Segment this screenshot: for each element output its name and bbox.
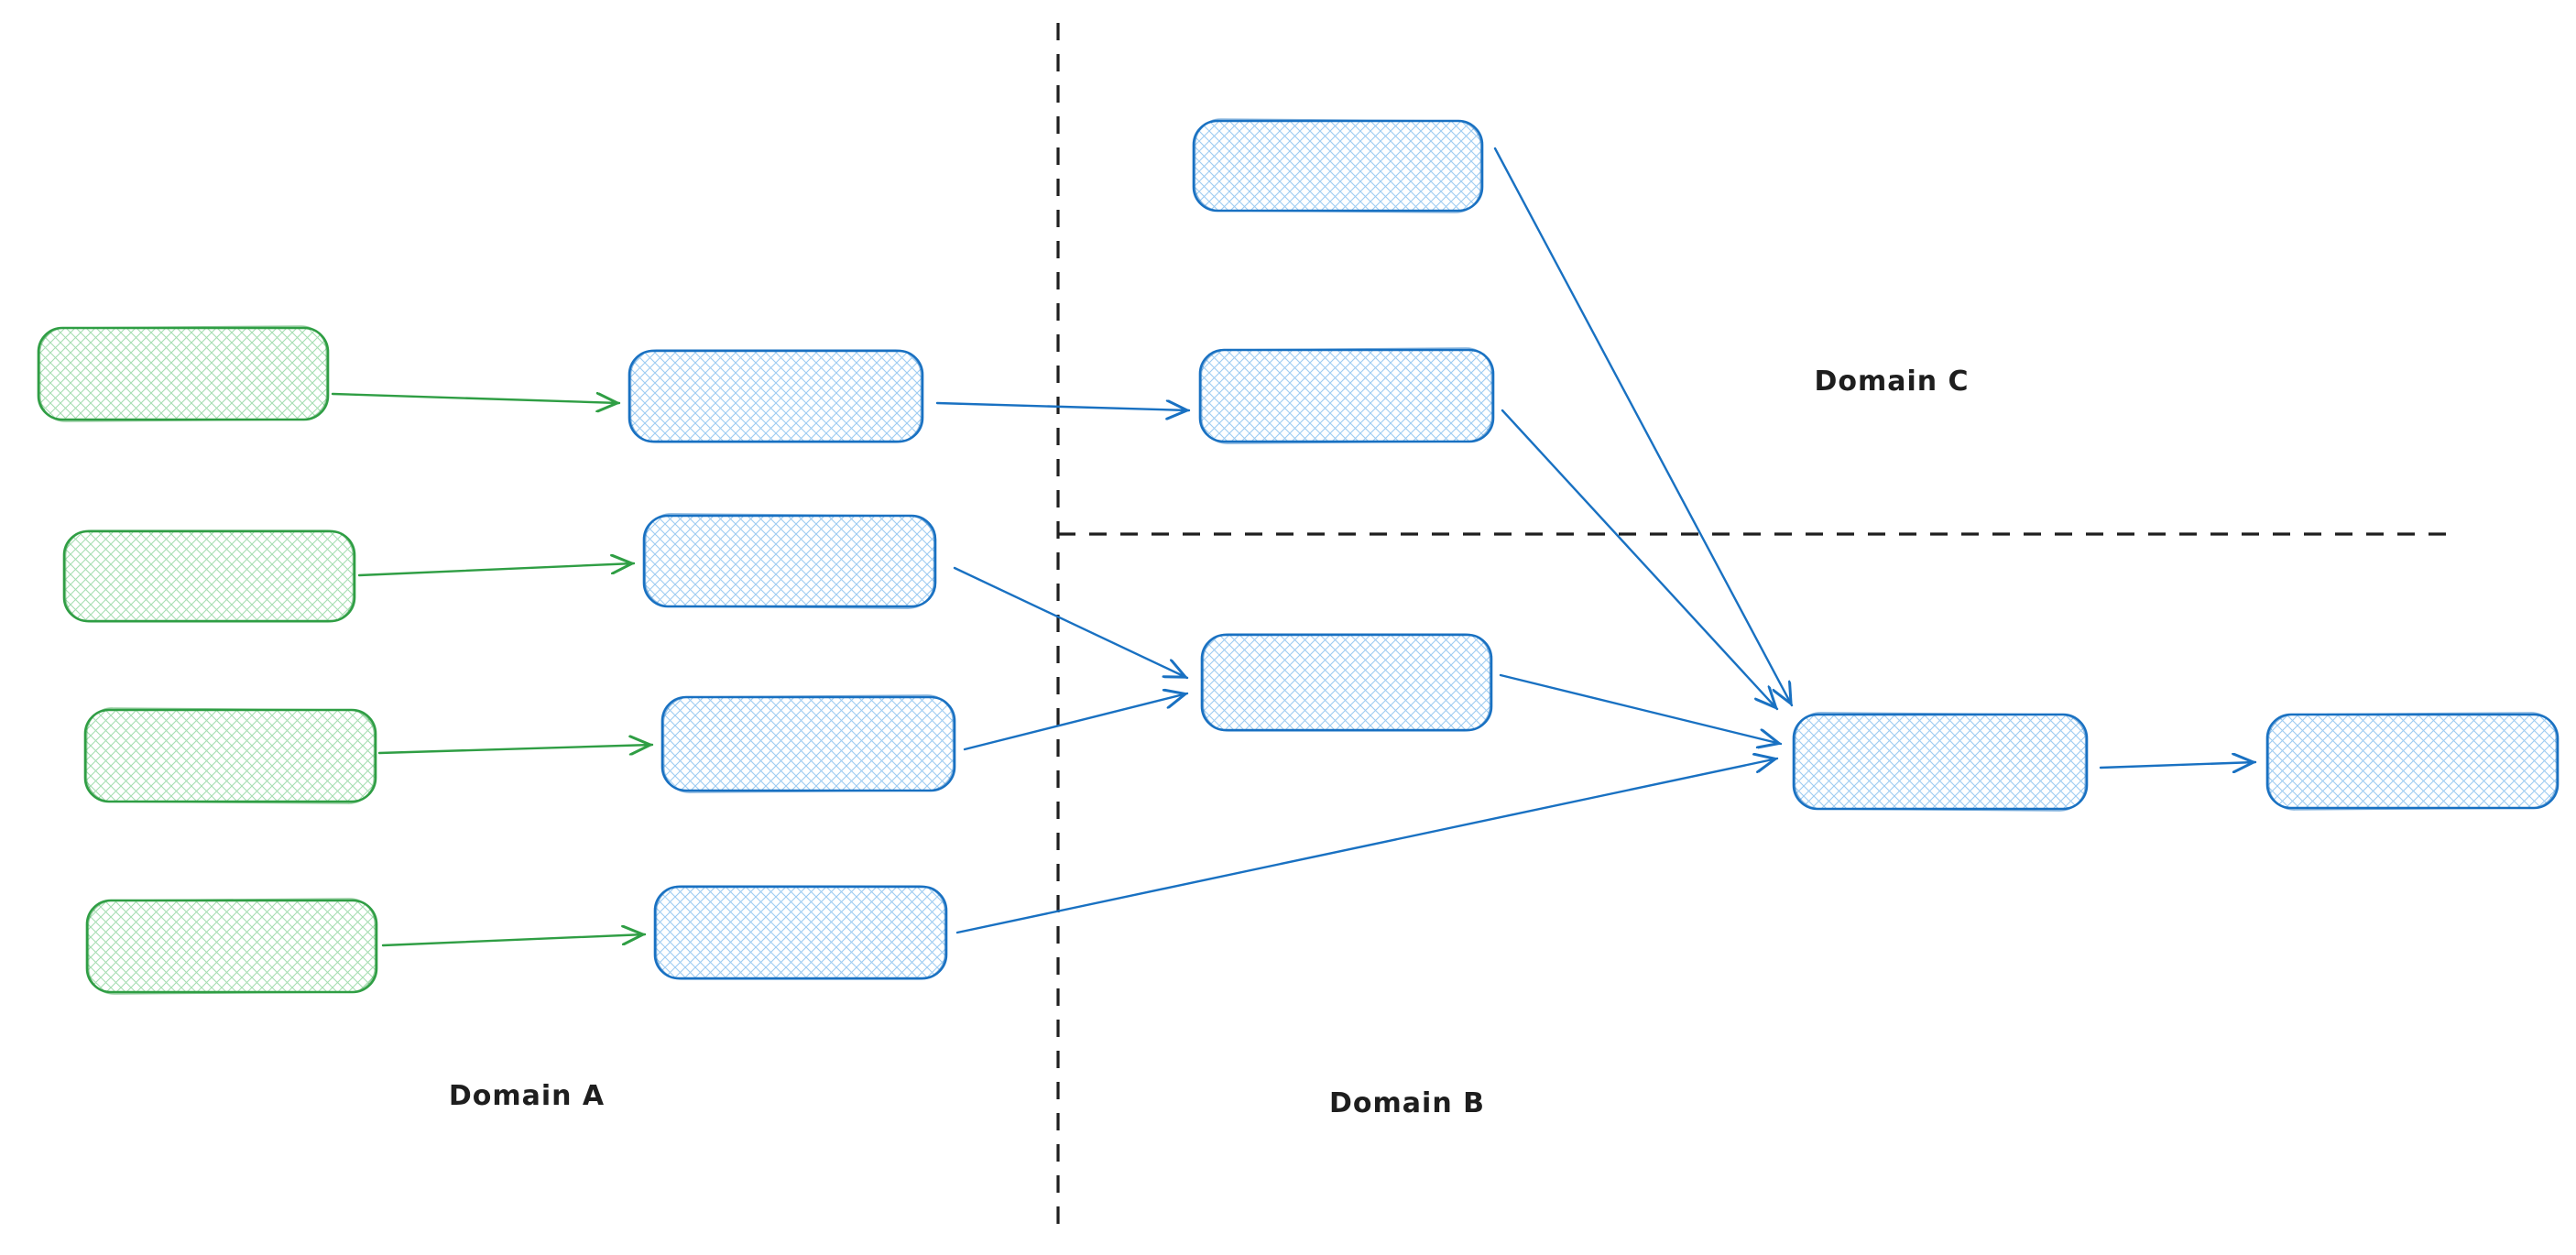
edge-green4-a4 (381, 934, 647, 947)
blue-box-b-mid (1200, 633, 1493, 732)
green-box-1-shape (37, 326, 330, 421)
green-box-4 (85, 898, 378, 995)
blue-box-output (2265, 712, 2560, 811)
blue-box-output-shape (2265, 713, 2560, 810)
edge-a2-bmid (953, 566, 1187, 680)
blue-box-b-mid-shape (1200, 633, 1493, 732)
blue-box-c-mid-shape (1198, 348, 1495, 443)
edge-a4-hub (955, 758, 1777, 934)
edge-cmid-hub (1501, 409, 1779, 711)
green-box-3 (83, 707, 377, 804)
blue-box-c-top (1192, 118, 1484, 213)
blue-box-b-mid-sketch-outline (1202, 633, 1491, 732)
blue-box-a4-sketch-outline (655, 885, 946, 980)
domain-b-label: Domain B (1329, 1087, 1485, 1119)
blue-box-a3-shape (660, 695, 956, 792)
domain-a-label: Domain A (449, 1080, 605, 1112)
label-layer: Domain A Domain B Domain C (449, 366, 1969, 1119)
edge-a1-cmid (935, 403, 1191, 410)
green-box-2-shape (62, 529, 356, 623)
node-layer (37, 118, 2560, 995)
domain-c-label: Domain C (1814, 366, 1969, 398)
blue-box-a4-shape (653, 885, 948, 980)
green-box-1 (37, 325, 330, 422)
blue-box-a1 (628, 349, 924, 443)
green-box-4-sketch-outline (87, 898, 377, 995)
green-box-1-sketch-outline (38, 325, 328, 422)
blue-box-a2-sketch-outline (644, 513, 935, 609)
edge-a3-bmid (963, 693, 1187, 751)
green-box-3-shape (83, 708, 377, 803)
blue-box-c-mid-sketch-outline (1200, 347, 1493, 444)
edge-ctop-hub (1493, 147, 1794, 705)
green-box-2 (62, 529, 356, 623)
domain-divider-layer (1056, 23, 2448, 1234)
blue-box-a2 (642, 513, 937, 609)
blue-box-a3-sketch-outline (662, 694, 955, 793)
edge-green1-a1 (331, 394, 621, 403)
blue-box-a2-shape (642, 514, 937, 608)
green-box-2-sketch-outline (64, 529, 355, 623)
edge-layer (331, 147, 2257, 947)
edge-hub-output (2099, 762, 2257, 768)
blue-box-output-sketch-outline (2267, 712, 2558, 811)
blue-box-a4 (653, 885, 948, 980)
green-box-4-shape (85, 899, 378, 994)
green-box-3-sketch-outline (85, 707, 376, 804)
blue-box-c-top-shape (1192, 119, 1484, 213)
blue-box-hub-shape (1792, 713, 2089, 811)
blue-box-hub-sketch-outline (1794, 712, 2087, 812)
blue-box-c-top-sketch-outline (1194, 118, 1482, 213)
edge-green2-a2 (357, 563, 636, 577)
blue-box-hub (1792, 712, 2089, 812)
edge-green3-a3 (377, 745, 654, 753)
blue-box-a3 (660, 694, 956, 793)
edge-bmid-hub (1499, 673, 1781, 744)
blue-box-a1-sketch-outline (629, 349, 922, 443)
blue-box-a1-shape (628, 349, 924, 443)
blue-box-c-mid (1198, 347, 1495, 444)
